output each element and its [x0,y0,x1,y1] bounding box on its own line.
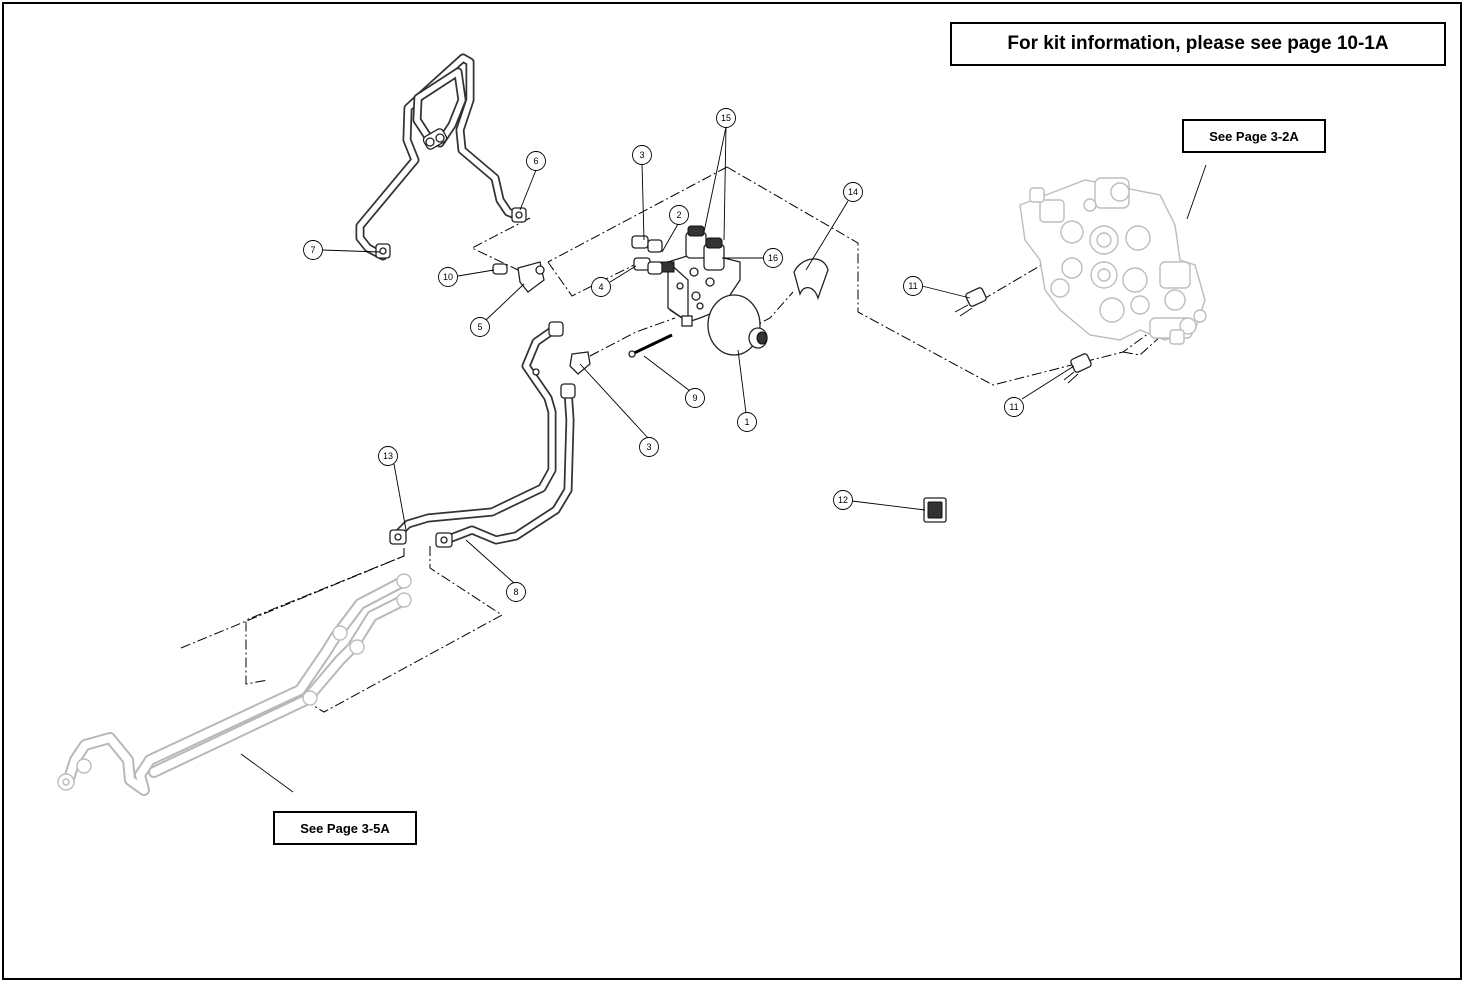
svg-text:4: 4 [598,282,603,292]
svg-text:8: 8 [513,587,518,597]
callout-11-upper: 11 [903,276,923,296]
callout-4: 4 [591,277,611,297]
callout-1: 1 [737,412,757,432]
callout-5: 5 [470,317,490,337]
callout-3-upper: 3 [632,145,652,165]
fittings [492,235,673,375]
callout-15: 15 [716,108,736,128]
svg-text:9: 9 [692,393,697,403]
callout-7: 7 [303,240,323,260]
svg-text:2: 2 [676,210,681,220]
svg-text:13: 13 [383,451,393,461]
tube-assembly-upper-left [355,53,527,261]
svg-text:15: 15 [721,113,731,123]
callout-11-lower: 11 [1004,397,1024,417]
svg-text:11: 11 [1009,402,1018,412]
callout-10: 10 [438,267,458,287]
connection-lines [180,166,1163,713]
solenoid-valves [685,225,725,271]
callout-8: 8 [506,582,526,602]
kit-information-note: For kit information, please see page 10-… [950,22,1446,66]
svg-text:16: 16 [768,253,778,263]
callout-14: 14 [843,182,863,202]
svg-text:1: 1 [744,417,749,427]
svg-text:11: 11 [908,281,917,291]
svg-text:12: 12 [838,495,848,505]
rocker-switch-12 [923,497,947,523]
callout-2: 2 [669,205,689,225]
callout-12: 12 [833,490,853,510]
svg-text:6: 6 [533,156,538,166]
callout-16: 16 [763,248,783,268]
callout-6: 6 [526,151,546,171]
svg-text:3: 3 [639,150,644,160]
callout-13: 13 [378,446,398,466]
see-page-3-2a-link[interactable]: See Page 3-2A [1182,119,1326,153]
callout-3-lower: 3 [639,437,659,457]
see-page-3-5a-link[interactable]: See Page 3-5A [273,811,417,845]
pressure-switches [954,287,1092,384]
svg-text:3: 3 [646,442,651,452]
svg-text:10: 10 [443,272,453,282]
tube-assembly-center [389,321,576,548]
accumulator [707,294,768,356]
svg-text:14: 14 [848,187,858,197]
tube-assembly-ghost [57,573,412,796]
svg-text:7: 7 [310,245,315,255]
svg-text:5: 5 [477,322,482,332]
manifold-assembly-ghost [1019,177,1207,345]
callout-9: 9 [685,388,705,408]
leader-lines [321,126,1207,584]
seal-14 [793,258,829,300]
